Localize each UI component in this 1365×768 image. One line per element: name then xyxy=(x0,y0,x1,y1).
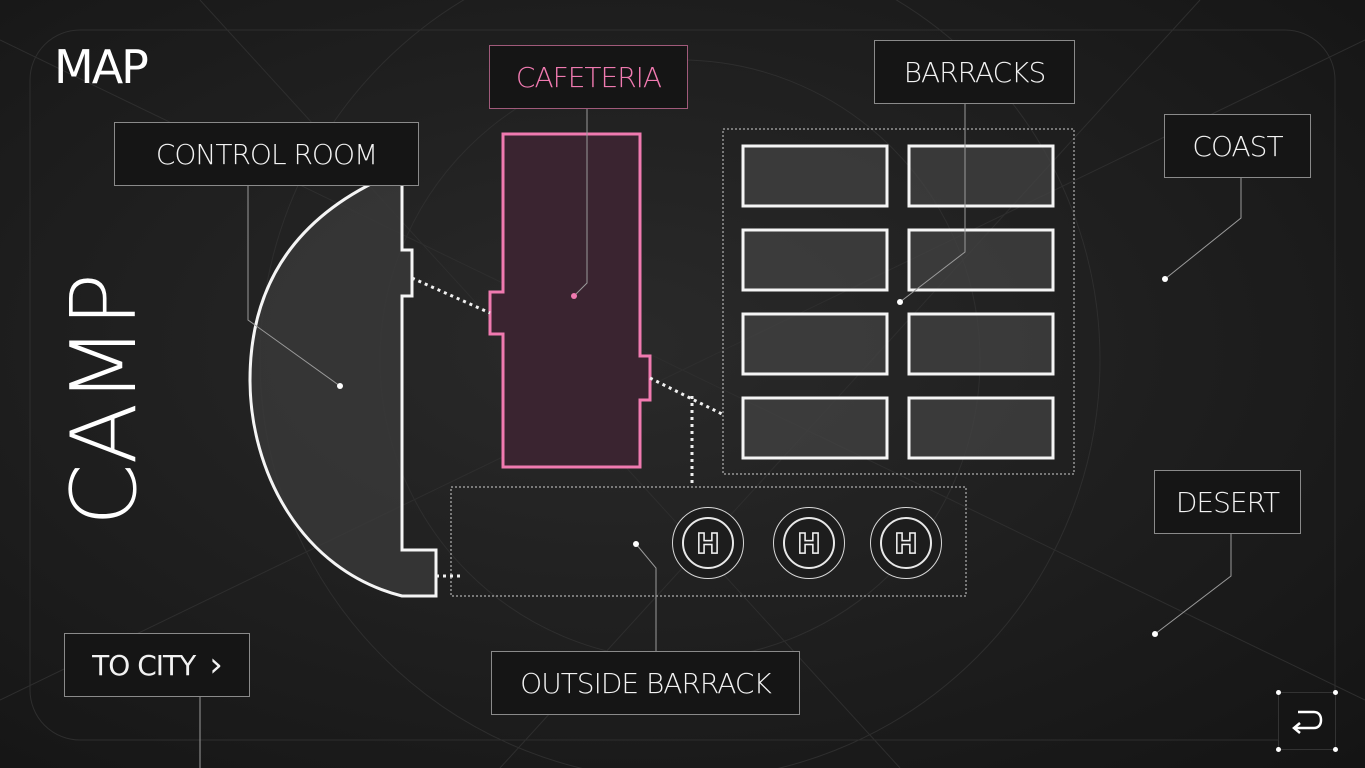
outside-barrack-label[interactable]: OUTSIDE BARRACK xyxy=(491,651,800,715)
to-city-button[interactable]: TO CITY › xyxy=(64,633,250,697)
barrack-building[interactable] xyxy=(907,144,1055,208)
outside-barrack-marker xyxy=(633,541,639,547)
paths xyxy=(411,276,723,578)
helipad-letter: H xyxy=(880,517,932,569)
corner-dot xyxy=(1333,690,1338,695)
barracks-buildings[interactable] xyxy=(741,144,1055,460)
cafeteria-building[interactable] xyxy=(488,132,652,469)
control-room-building[interactable] xyxy=(248,167,438,598)
helipad-letter: H xyxy=(682,517,734,569)
barrack-building[interactable] xyxy=(907,228,1055,292)
desert-marker xyxy=(1152,631,1158,637)
corner-dot xyxy=(1333,747,1338,752)
to-city-label: TO CITY xyxy=(92,648,196,682)
helipad-icon[interactable]: H xyxy=(672,507,744,579)
desert-label[interactable]: DESERT xyxy=(1154,470,1301,534)
helipad-letter: H xyxy=(783,517,835,569)
coast-label[interactable]: COAST xyxy=(1164,114,1311,178)
coast-marker xyxy=(1162,276,1168,282)
helipad-icon[interactable]: H xyxy=(773,507,845,579)
corner-dot xyxy=(1276,747,1281,752)
control-room-label[interactable]: CONTROL ROOM xyxy=(114,122,419,186)
barrack-building[interactable] xyxy=(741,144,889,208)
barrack-building[interactable] xyxy=(907,312,1055,376)
area-name: CAMP xyxy=(52,273,157,527)
corner-dot xyxy=(1276,690,1281,695)
barrack-building[interactable] xyxy=(907,396,1055,460)
barrack-building[interactable] xyxy=(741,396,889,460)
control-room-marker xyxy=(337,383,343,389)
helipad-icon[interactable]: H xyxy=(870,507,942,579)
label-connectors xyxy=(199,104,1242,768)
barrack-building[interactable] xyxy=(741,312,889,376)
cafeteria-marker xyxy=(571,293,577,299)
chevron-right-icon: › xyxy=(209,645,223,685)
barracks-label[interactable]: BARRACKS xyxy=(874,40,1075,104)
barracks-marker xyxy=(897,299,903,305)
barrack-building[interactable] xyxy=(741,228,889,292)
page-title: MAP xyxy=(54,40,149,94)
return-arrow-icon xyxy=(1292,710,1323,734)
cafeteria-label[interactable]: CAFETERIA xyxy=(489,45,688,109)
back-button[interactable] xyxy=(1276,690,1338,752)
outside-barrack-zone[interactable] xyxy=(450,486,967,597)
